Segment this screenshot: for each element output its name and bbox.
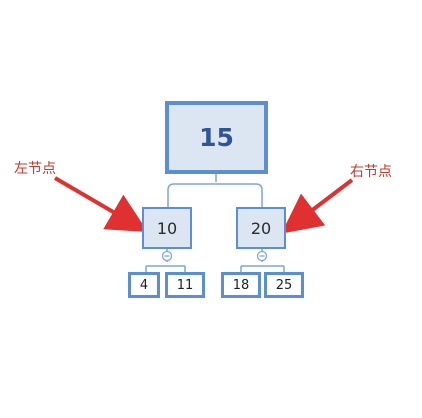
left-arrow <box>53 176 148 233</box>
right-child-label: 20 <box>250 218 272 238</box>
right-node-annotation: 右节点 <box>350 164 392 180</box>
leaf-label: 18 <box>232 277 250 293</box>
left-node-annotation: 左节点 <box>14 161 56 177</box>
right-arrow <box>281 178 354 234</box>
leaf-node[interactable]: 18 <box>221 272 261 298</box>
root-connector <box>167 174 263 207</box>
leaf-node[interactable]: 11 <box>165 272 205 298</box>
minus-circle-icon[interactable] <box>161 250 173 262</box>
left-child-label: 10 <box>156 218 178 238</box>
root-node[interactable]: 15 <box>165 101 268 174</box>
leaf-label: 25 <box>275 277 293 293</box>
minus-circle-icon[interactable] <box>256 250 268 262</box>
leaf-node[interactable]: 25 <box>264 272 304 298</box>
right-child-node[interactable]: 20 <box>236 207 286 249</box>
leaf-label: 4 <box>139 277 149 293</box>
left-child-node[interactable]: 10 <box>142 207 192 249</box>
leaf-label: 11 <box>176 277 194 293</box>
root-node-label: 15 <box>199 123 234 152</box>
leaf-node[interactable]: 4 <box>128 272 160 298</box>
